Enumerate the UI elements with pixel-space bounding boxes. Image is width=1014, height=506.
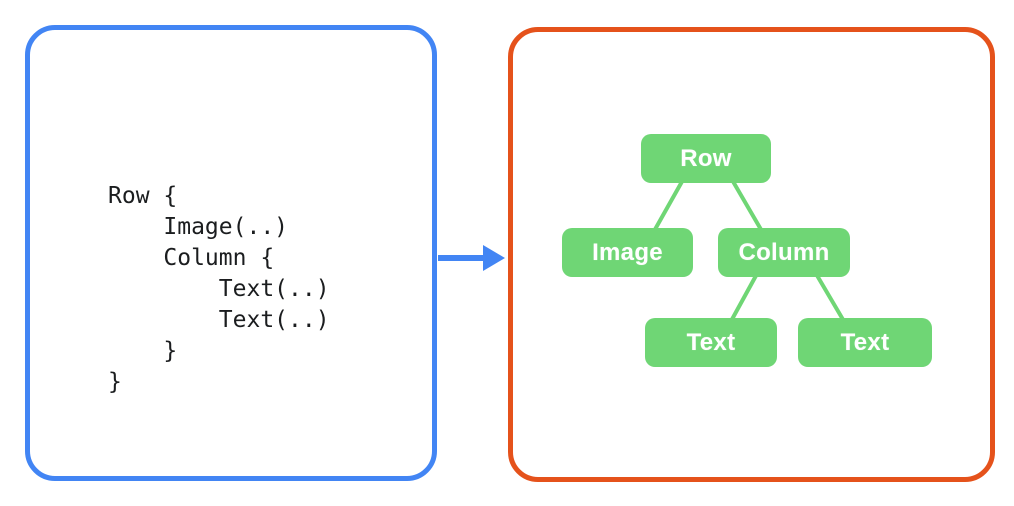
tree-node-image: Image	[562, 228, 693, 277]
tree-node-row: Row	[641, 134, 771, 183]
tree-node-text: Text	[798, 318, 932, 367]
code-line: }	[108, 369, 122, 395]
code-line: Column {	[108, 245, 275, 271]
code-line: }	[108, 338, 178, 364]
tree-node-column: Column	[718, 228, 850, 277]
tree-node-text: Text	[645, 318, 777, 367]
code-line: Row {	[108, 183, 178, 209]
code-block: Row { Image(..) Column { Text(..) Text(.…	[108, 181, 330, 398]
code-panel: Row { Image(..) Column { Text(..) Text(.…	[25, 25, 437, 481]
code-line: Text(..)	[108, 276, 330, 302]
code-line: Image(..)	[108, 214, 289, 240]
code-line: Text(..)	[108, 307, 330, 333]
arrow-right-icon	[438, 245, 505, 271]
